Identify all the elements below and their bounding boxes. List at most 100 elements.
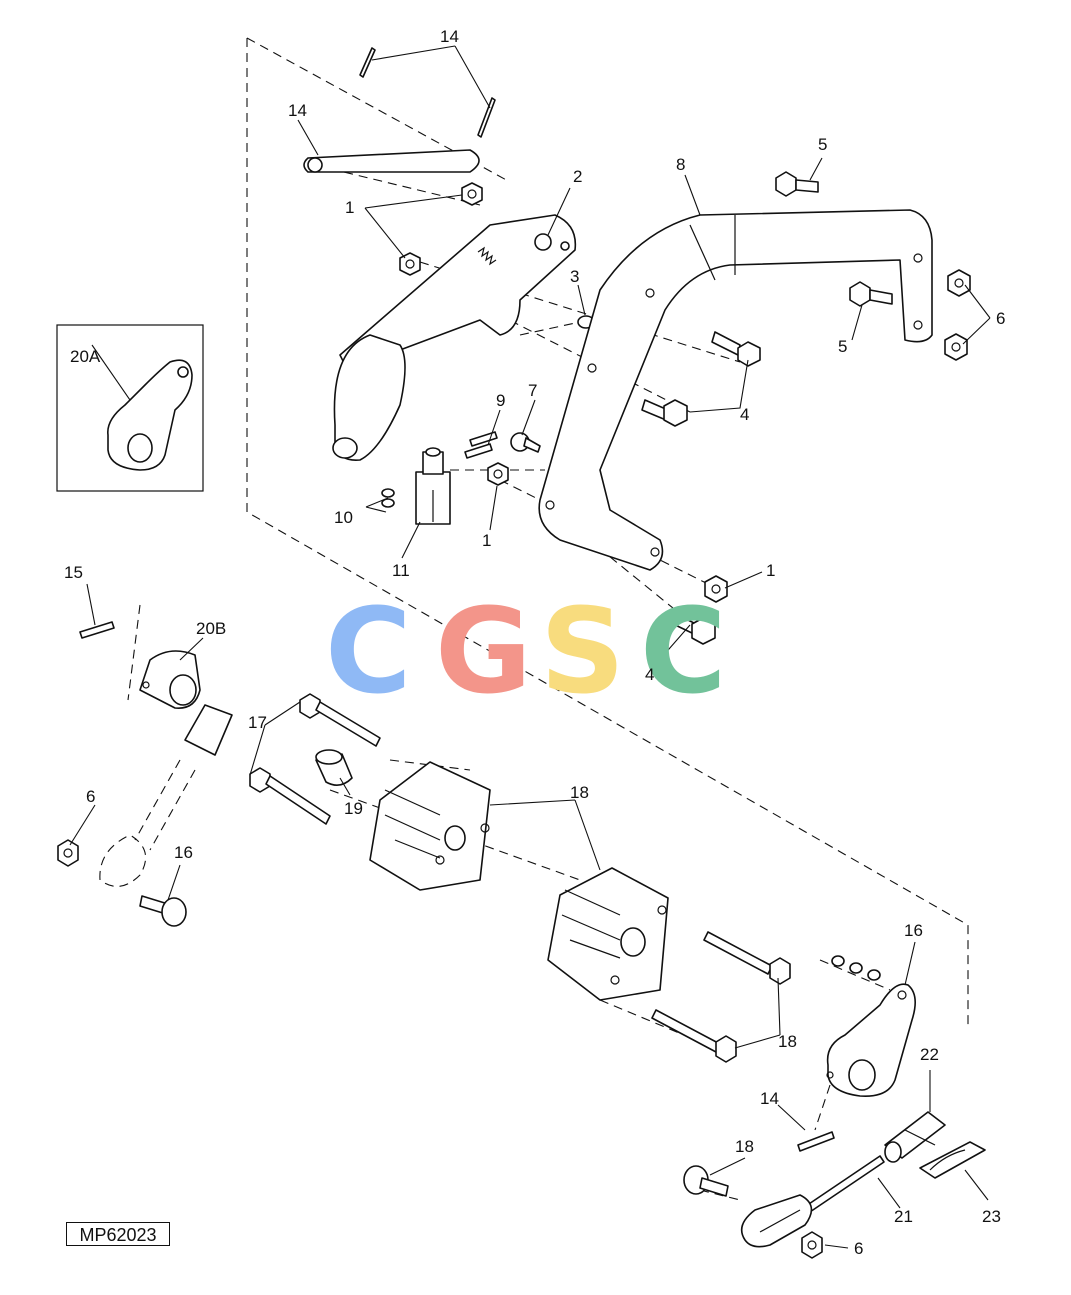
part-2-spring xyxy=(477,246,497,266)
callout-18-a: 16 xyxy=(174,843,193,862)
part-12-pin-right xyxy=(477,97,496,138)
callout-10: 10 xyxy=(334,508,353,527)
callout-19: 19 xyxy=(344,799,363,818)
part-5-bolt-top xyxy=(775,171,819,197)
callout-21: 21 xyxy=(894,1207,913,1226)
callout-11: 11 xyxy=(392,561,410,580)
part-8-hole-5 xyxy=(545,500,555,510)
part-16-bolt-1 xyxy=(299,693,381,747)
part-9-screw-1 xyxy=(469,431,498,447)
inset-box-20a xyxy=(56,324,204,492)
callout-1-c: 1 xyxy=(766,561,775,580)
callout-16-b: 18 xyxy=(778,1032,797,1051)
part-6-nut-upper xyxy=(947,269,971,297)
part-1-nut-right xyxy=(704,575,728,603)
callout-18-b: 18 xyxy=(735,1137,754,1156)
part-14-pin-lower xyxy=(797,1131,835,1152)
watermark-cgsc: C G S C xyxy=(325,582,727,720)
part-19-bushing xyxy=(315,749,353,786)
part-8-hole-1 xyxy=(913,253,923,263)
watermark-letter-2: G xyxy=(435,582,532,720)
part-20a-bore xyxy=(127,433,153,463)
leader-lines xyxy=(69,45,991,1249)
part-6-nut-bottom xyxy=(801,1231,823,1259)
callout-6-b: 6 xyxy=(86,787,95,806)
callout-13: 14 xyxy=(288,101,307,120)
callout-23: 23 xyxy=(982,1207,1001,1226)
part-10-washer-2 xyxy=(381,498,395,508)
part-17-block-upper xyxy=(369,761,491,891)
part-1-nut-top xyxy=(461,182,483,206)
callout-22: 22 xyxy=(920,1045,939,1064)
part-9-screw-2 xyxy=(464,443,493,459)
part-10-washer-1 xyxy=(381,488,395,498)
part-6-nut-left xyxy=(57,839,79,867)
callout-16-a: 17 xyxy=(248,713,267,732)
part-20b-coupler xyxy=(139,650,201,709)
callout-12: 14 xyxy=(440,27,459,46)
callout-6-c: 6 xyxy=(854,1239,863,1258)
part-2-hole xyxy=(560,241,570,251)
part-15-washer-3 xyxy=(867,969,881,981)
callout-4-b: 4 xyxy=(645,665,654,684)
part-18-bolt-right xyxy=(683,1165,729,1197)
callout-1-b: 1 xyxy=(482,531,491,550)
part-4-bolt-middle xyxy=(641,399,688,427)
callout-5-a: 5 xyxy=(818,135,827,154)
part-20a-hole xyxy=(177,366,189,378)
part-15-arm xyxy=(826,983,916,1097)
part-6-nut-lower xyxy=(944,333,968,361)
callout-9: 9 xyxy=(496,391,505,410)
part-13-end xyxy=(307,157,323,173)
part-8-hole-6 xyxy=(650,547,660,557)
part-16-bolt-3 xyxy=(703,931,791,985)
callout-14-a: 15 xyxy=(64,563,83,582)
callout-1-a: 1 xyxy=(345,198,354,217)
part-15-washer-2 xyxy=(849,962,863,974)
part-18-bolt-left xyxy=(139,895,187,927)
callout-20a: 20A xyxy=(70,347,101,366)
watermark-letter-1: C xyxy=(325,582,412,720)
part-8-hole-3 xyxy=(645,288,655,298)
part-16-bolt-4 xyxy=(651,1009,737,1063)
assembly-boundary-dashed xyxy=(246,37,969,1030)
part-8-hole-2 xyxy=(913,320,923,330)
watermark-letter-3: S xyxy=(540,582,625,720)
part-17-block-lower xyxy=(547,867,669,1001)
part-1-nut-mid xyxy=(399,252,421,276)
part-11-switch xyxy=(415,447,451,525)
part-12-pin-left xyxy=(359,47,376,78)
part-2-grip xyxy=(333,334,406,462)
part-16-bolt-2 xyxy=(249,767,331,825)
part-8-fold-lines xyxy=(689,215,736,281)
callout-20b: 20B xyxy=(196,619,226,638)
part-2-grip-end xyxy=(332,437,358,459)
part-8-hole-4 xyxy=(587,363,597,373)
callout-7: 7 xyxy=(528,381,537,400)
callout-14-b: 14 xyxy=(760,1089,779,1108)
callout-8: 8 xyxy=(676,155,685,174)
part-13-rod xyxy=(303,149,480,173)
part-1-nut-low xyxy=(487,462,509,486)
part-5-bolt-mid xyxy=(849,281,893,307)
callout-15: 16 xyxy=(904,921,923,940)
callout-labels: 14 14 1 2 8 5 3 6 5 20A 7 9 4 10 1 11 1 … xyxy=(64,27,1005,1258)
watermark-letter-4: C xyxy=(640,582,727,720)
part-15-washer-1 xyxy=(831,955,845,967)
part-21-rod-clevis xyxy=(740,1155,885,1248)
part-4-bolt-lower xyxy=(668,611,716,645)
callout-17: 18 xyxy=(570,783,589,802)
part-linkage-rod-left xyxy=(99,704,233,887)
part-14-pin-upper xyxy=(79,621,115,639)
part-2-pivot xyxy=(534,233,552,251)
callout-5-b: 5 xyxy=(838,337,847,356)
part-8-bracket xyxy=(538,209,933,571)
callout-4-a: 4 xyxy=(740,405,749,424)
callout-2: 2 xyxy=(573,167,582,186)
part-23-clip xyxy=(919,1141,986,1179)
part-4-bolt-upper xyxy=(711,331,761,367)
callout-3: 3 xyxy=(570,267,579,286)
callout-6-a: 6 xyxy=(996,309,1005,328)
figure-id-label: MP62023 xyxy=(66,1222,170,1246)
